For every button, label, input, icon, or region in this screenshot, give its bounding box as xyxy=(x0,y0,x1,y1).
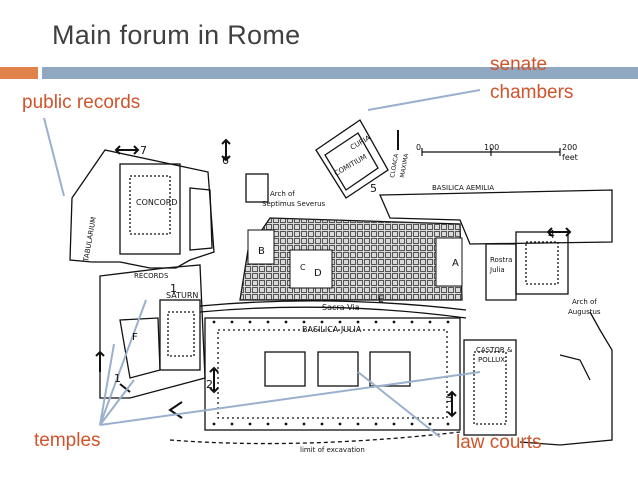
map-label-cloaca: CLOACA xyxy=(389,152,400,178)
map-number-7: 7 xyxy=(140,144,147,157)
map-letter-e: E xyxy=(378,295,384,305)
curia-outline xyxy=(315,119,389,199)
temple-castor-outline xyxy=(463,339,517,436)
annotation-senate: senate xyxy=(490,54,548,75)
annotation-chambers: chambers xyxy=(490,82,574,103)
map-label-tabularium: TABULARIUM xyxy=(82,216,98,263)
temple-saturn-outline xyxy=(159,299,201,371)
annotation-lines xyxy=(43,89,481,438)
scale-label-unit: feet xyxy=(562,153,578,162)
annotation-law-courts: law courts xyxy=(456,432,542,453)
map-label-basilica-julia: BASILICA JULIA xyxy=(302,325,362,334)
map-number-6: 6 xyxy=(222,154,229,167)
map-letter-f: F xyxy=(132,332,138,343)
annotation-public-records: public records xyxy=(22,92,141,113)
column-markers xyxy=(212,320,450,426)
map-label-rostra: Rostra xyxy=(490,256,512,264)
map-label-arch-of: Arch of xyxy=(270,190,295,198)
scale-label-0: 0 xyxy=(416,143,421,152)
map-label-pollux: POLLUX xyxy=(478,356,505,364)
map-label-castor: CASTOR & xyxy=(476,346,513,354)
title-divider-bar xyxy=(42,67,638,79)
map-number-5: 5 xyxy=(370,182,377,195)
scale-bar xyxy=(421,148,561,156)
map-letter-b: B xyxy=(258,246,265,257)
map-number-1b: 1 xyxy=(114,372,121,385)
map-number-2: 2 xyxy=(206,378,213,391)
map-number-4: 4 xyxy=(548,228,555,241)
map-number-1a: 1 xyxy=(170,282,177,295)
map-letter-d: D xyxy=(314,268,322,279)
temple-concord-outline xyxy=(119,163,181,255)
scale-label-200: 200 xyxy=(562,143,577,152)
map-label-saturn: SATURN xyxy=(166,291,198,300)
map-label-records: RECORDS xyxy=(134,272,169,280)
map-number-3: 3 xyxy=(446,392,453,405)
map-label-basilica-aemilia: BASILICA AEMILIA xyxy=(432,184,494,192)
view-arrows xyxy=(95,130,572,419)
map-label-septimus: Septimus Severus xyxy=(262,200,326,208)
annotation-temples: temples xyxy=(34,430,101,451)
map-letter-a: A xyxy=(452,258,459,269)
forum-square xyxy=(239,217,463,301)
map-label-limit: limit of excavation xyxy=(300,446,365,454)
map-label-arch-of-2: Arch of xyxy=(572,298,597,306)
map-label-concord: CONCORD xyxy=(136,198,177,207)
map-letter-c: C xyxy=(300,263,306,272)
map-label-julia: Julia xyxy=(489,266,505,274)
scale-label-100: 100 xyxy=(484,143,499,152)
tabularium-outline xyxy=(69,149,215,269)
map-label-comitium: COMITIUM xyxy=(333,153,368,178)
title-accent-bar xyxy=(0,67,38,79)
map-label-maxima: MAXIMA xyxy=(399,152,410,178)
map-label-augustus: Augustus xyxy=(568,308,601,316)
map-label-sacra-via: Sacra Via xyxy=(322,303,360,312)
basilica-julia-outline xyxy=(204,317,461,431)
slide-title: Main forum in Rome xyxy=(52,20,301,50)
temple-julius-outline xyxy=(515,231,569,295)
